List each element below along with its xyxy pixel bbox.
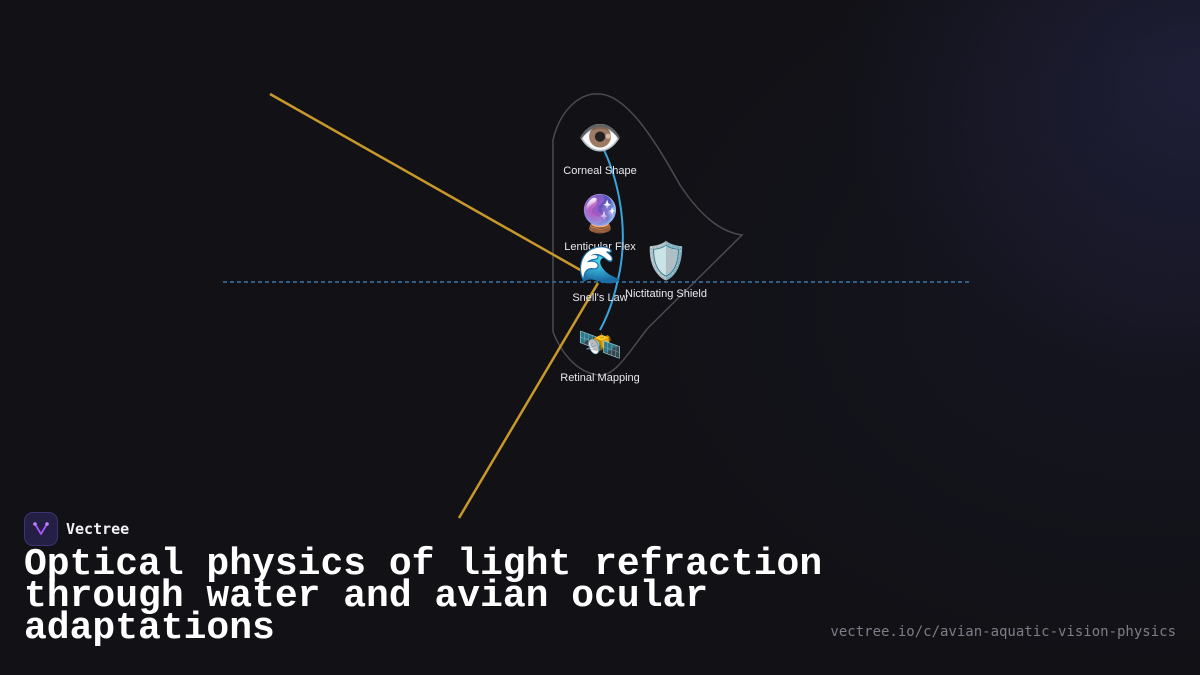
vectree-logo-icon bbox=[24, 512, 58, 546]
node-snells-law[interactable]: 🌊 Snell's Law bbox=[572, 244, 627, 304]
node-lenticular-flex[interactable]: 🔮 Lenticular Flex bbox=[564, 193, 636, 253]
node-label: Snell's Law bbox=[572, 292, 627, 304]
shield-icon: 🛡️ bbox=[644, 240, 689, 282]
refracted-ray bbox=[457, 282, 600, 519]
eye-icon: 👁️ bbox=[578, 118, 623, 159]
water-wave-icon: 🌊 bbox=[578, 244, 623, 286]
node-label: Retinal Mapping bbox=[560, 372, 640, 384]
brand[interactable]: Vectree bbox=[24, 512, 129, 546]
crystal-ball-icon: 🔮 bbox=[578, 193, 623, 235]
optic-path bbox=[599, 149, 624, 331]
node-nictitating-shield[interactable]: 🛡️ Nictitating Shield bbox=[625, 240, 707, 300]
node-label: Corneal Shape bbox=[563, 165, 636, 177]
brand-name: Vectree bbox=[66, 520, 130, 538]
node-retinal-mapping[interactable]: 🛰️ Retinal Mapping bbox=[560, 325, 640, 384]
node-label: Nictitating Shield bbox=[625, 288, 707, 300]
incident-ray bbox=[269, 92, 599, 282]
node-corneal-shape[interactable]: 👁️ Corneal Shape bbox=[563, 118, 636, 177]
page-title: Optical physics of light refraction thro… bbox=[24, 543, 823, 650]
eye-outline bbox=[552, 93, 744, 376]
satellite-icon: 🛰️ bbox=[578, 325, 623, 366]
node-label: Lenticular Flex bbox=[564, 241, 636, 253]
page-url[interactable]: vectree.io/c/avian-aquatic-vision-physic… bbox=[830, 624, 1176, 640]
